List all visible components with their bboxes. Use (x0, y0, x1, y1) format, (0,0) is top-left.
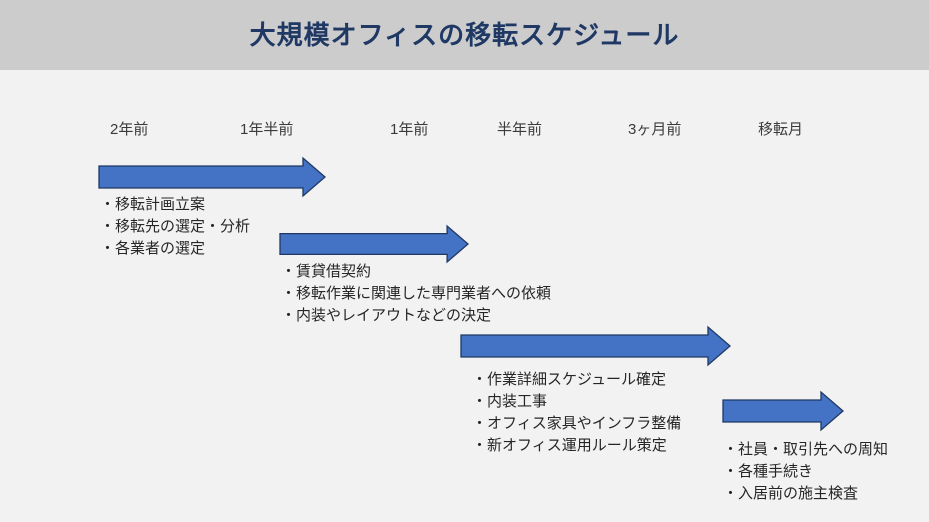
bullet-item: ・賃貸借契約 (281, 263, 372, 280)
timeline-arrow-3 (460, 325, 731, 367)
bullet-item: ・社員・取引先への周知 (723, 441, 889, 458)
page-title: 大規模オフィスの移転スケジュール (249, 20, 680, 50)
phase-bullets-3: ・作業詳細スケジュール確定・内装工事・オフィス家具やインフラ整備・新オフィス運用… (472, 369, 681, 457)
bullet-item: ・内装やレイアウトなどの決定 (281, 307, 492, 324)
bullet-item: ・入居前の施主検査 (723, 485, 859, 502)
bullet-item: ・新オフィス運用ルール策定 (472, 437, 667, 454)
timeline-arrow-4 (722, 390, 844, 432)
timeline-arrow-1 (98, 156, 326, 198)
title-band (0, 0, 929, 70)
timeline-label-5: 3ヶ月前 (628, 121, 682, 138)
bullet-item: ・移転作業に関連した専門業者への依頼 (281, 285, 552, 302)
bullet-item: ・作業詳細スケジュール確定 (472, 371, 666, 388)
timeline-label-2: 1年半前 (240, 121, 294, 138)
bullet-item: ・移転先の選定・分析 (100, 218, 251, 235)
phase-bullets-4: ・社員・取引先への周知・各種手続き・入居前の施主検査 (723, 439, 888, 505)
bullet-item: ・移転計画立案 (100, 196, 206, 213)
bullet-item: ・各種手続き (723, 463, 814, 480)
phase-bullets-2: ・賃貸借契約・移転作業に関連した専門業者への依頼・内装やレイアウトなどの決定 (281, 261, 551, 327)
phase-bullets-1: ・移転計画立案・移転先の選定・分析・各業者の選定 (100, 194, 250, 260)
timeline-label-4: 半年前 (497, 121, 543, 138)
timeline-label-6: 移転月 (758, 121, 804, 138)
timeline-arrow-2 (279, 224, 469, 264)
bullet-item: ・オフィス家具やインフラ整備 (472, 415, 682, 432)
bullet-item: ・各業者の選定 (100, 240, 206, 257)
timeline-label-1: 2年前 (110, 121, 149, 138)
bullet-item: ・内装工事 (472, 393, 548, 410)
timeline-label-3: 1年前 (390, 121, 429, 138)
